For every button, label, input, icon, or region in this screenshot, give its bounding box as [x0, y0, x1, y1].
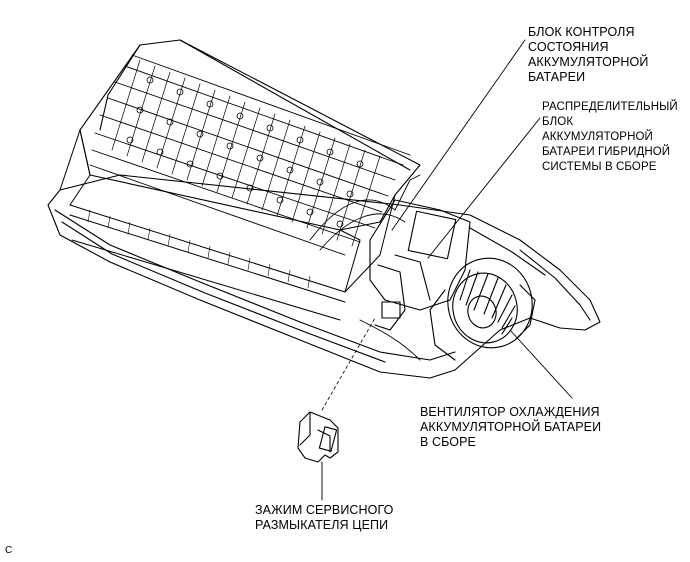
leader-lines: [321, 39, 573, 501]
label-battery-monitor-unit: БЛОК КОНТРОЛЯ СОСТОЯНИЯ АККУМУЛЯТОРНОЙ Б…: [528, 25, 648, 85]
label-service-plug-grip: ЗАЖИМ СЕРВИСНОГО РАЗМЫКАТЕЛЯ ЦЕПИ: [255, 503, 394, 533]
junction-block-shape: [369, 199, 471, 331]
battery-tray: [47, 174, 601, 379]
label-line: В СБОРЕ: [420, 435, 476, 449]
battery-cell-terminals: [126, 76, 364, 228]
label-line: РАЗМЫКАТЕЛЯ ЦЕПИ: [255, 518, 389, 532]
label-line: АККУМУЛЯТОРНОЙ: [528, 55, 649, 69]
cooling-fan-shape: [429, 257, 536, 361]
label-line: АККУМУЛЯТОРНОЙ: [542, 131, 653, 143]
label-line: ВЕНТИЛЯТОР ОХЛАЖДЕНИЯ: [420, 405, 600, 419]
label-line: СОСТОЯНИЯ: [528, 40, 609, 54]
battery-cell-rows: [89, 54, 411, 256]
label-line: БАТАРЕИ: [528, 70, 586, 84]
wire-harness: [309, 174, 421, 361]
service-plug-grip-shape: [297, 411, 339, 463]
label-line: БАТАРЕИ ГИБРИДНОЙ: [542, 146, 671, 158]
service-plug-guide-line: [321, 317, 376, 411]
label-line: БЛОК: [542, 116, 574, 128]
label-junction-block: РАСПРЕДЕЛИТЕЛЬНЫЙ БЛОК АККУМУЛЯТОРНОЙ БА…: [542, 100, 678, 175]
battery-cell-separators: [111, 59, 381, 247]
figure-code: C: [5, 545, 13, 556]
label-line: БЛОК КОНТРОЛЯ: [528, 25, 635, 39]
battery-module-sides: [59, 129, 396, 321]
label-line: АККУМУЛЯТОРНОЙ БАТАРЕИ: [420, 420, 602, 434]
battery-side-ribs: [87, 209, 311, 289]
label-line: РАСПРЕДЕЛИТЕЛЬНЫЙ: [542, 101, 678, 113]
label-line: СИСТЕМЫ В СБОРЕ: [542, 161, 657, 173]
label-cooling-fan: ВЕНТИЛЯТОР ОХЛАЖДЕНИЯ АККУМУЛЯТОРНОЙ БАТ…: [420, 405, 601, 450]
label-line: ЗАЖИМ СЕРВИСНОГО: [255, 503, 394, 517]
